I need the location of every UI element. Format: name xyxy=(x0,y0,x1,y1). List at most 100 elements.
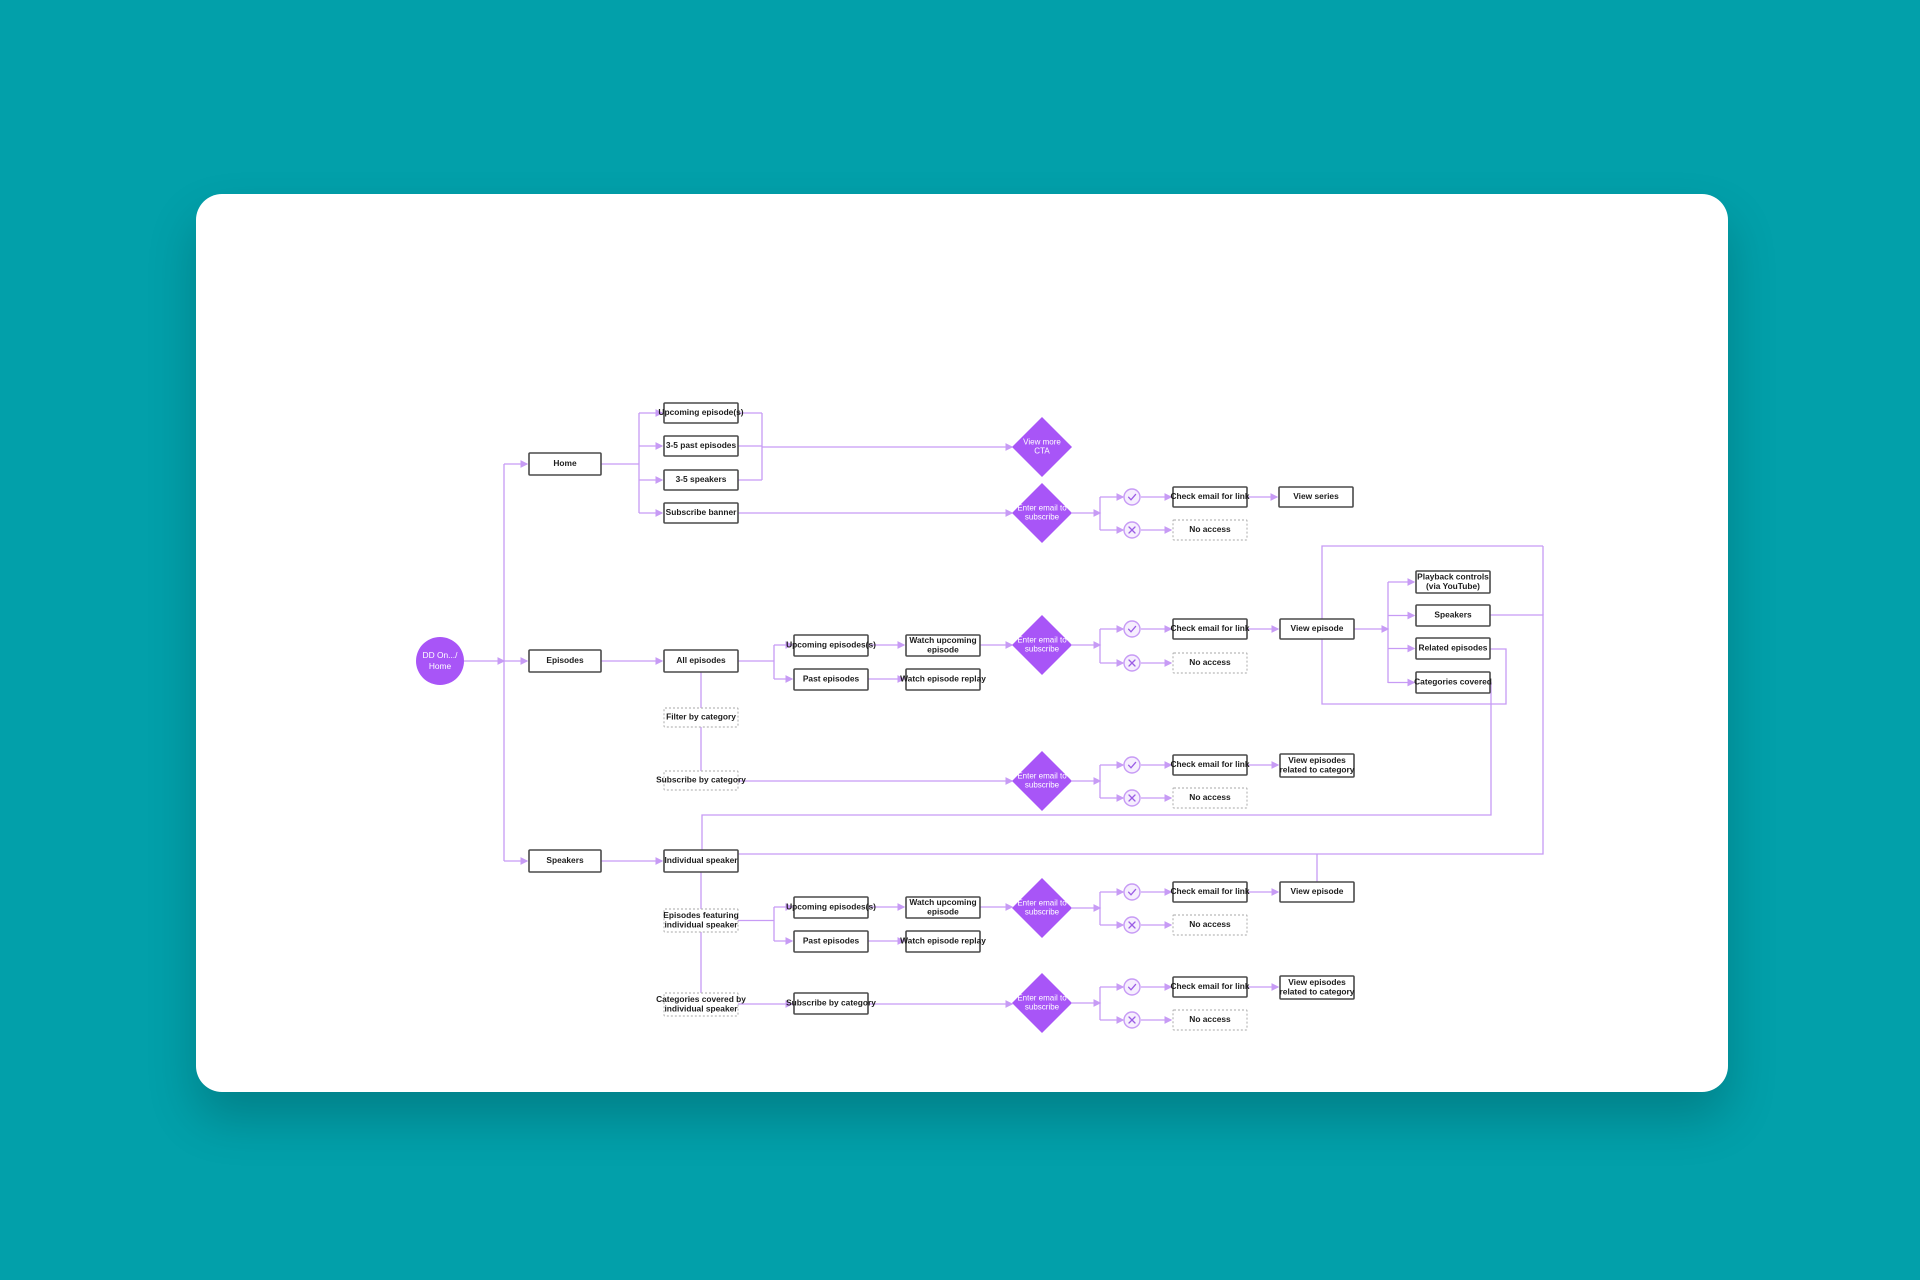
cross-glyph-icon xyxy=(1128,921,1136,929)
node-label: All episodes xyxy=(676,655,726,665)
node-label: Check email for link xyxy=(1170,759,1249,769)
start-node-label: DD On.../ xyxy=(423,650,459,660)
decision-label: Enter email to xyxy=(1017,636,1067,645)
check-glyph-icon xyxy=(1127,888,1137,896)
node-label: Subscribe by category xyxy=(786,998,876,1008)
node-label: Subscribe by category xyxy=(656,775,746,785)
node-label: No access xyxy=(1189,792,1231,802)
node-upcoming1[interactable] xyxy=(663,402,739,424)
cross-glyph-icon xyxy=(1128,659,1136,667)
node-label: related to category xyxy=(1280,986,1355,996)
node-viewcat5[interactable] xyxy=(1279,975,1355,1000)
node-noacc1[interactable] xyxy=(1172,519,1248,541)
node-label: No access xyxy=(1189,1014,1231,1024)
node-noacc4[interactable] xyxy=(1172,914,1248,936)
node-upcoming3[interactable] xyxy=(793,896,869,919)
node-viewcat3[interactable] xyxy=(1279,753,1355,778)
decision-d6[interactable] xyxy=(1012,973,1072,1033)
node-label: Past episodes xyxy=(803,674,860,684)
check-glyph-icon xyxy=(1127,493,1137,501)
node-pastep3[interactable] xyxy=(793,930,869,953)
node-label: related to category xyxy=(1280,764,1355,774)
decision-label: subscribe xyxy=(1025,781,1060,790)
cross-glyph-icon xyxy=(1128,1016,1136,1024)
node-label: Speakers xyxy=(1434,610,1472,620)
node-subcat1[interactable] xyxy=(663,770,739,791)
decision-label: Enter email to xyxy=(1017,772,1067,781)
edge xyxy=(1321,545,1543,619)
node-chk1[interactable] xyxy=(1172,486,1248,508)
node-spk35[interactable] xyxy=(663,469,739,491)
node-label: Check email for link xyxy=(1170,886,1249,896)
node-relatedep[interactable] xyxy=(1415,637,1491,660)
check-icon[interactable] xyxy=(1123,620,1141,638)
node-past35[interactable] xyxy=(663,435,739,457)
decision-label: Enter email to xyxy=(1017,994,1067,1003)
node-subcat2[interactable] xyxy=(793,992,869,1015)
node-label: Watch upcoming xyxy=(909,897,976,907)
decision-d2[interactable] xyxy=(1012,483,1072,543)
check-icon[interactable] xyxy=(1123,488,1141,506)
node-label: Individual speaker xyxy=(664,855,738,865)
node-label: episode xyxy=(927,644,959,654)
start-node-label: Home xyxy=(429,661,452,671)
node-label: Episodes featuring xyxy=(663,910,738,920)
node-label: Check email for link xyxy=(1170,491,1249,501)
node-label: Upcoming episodes(s) xyxy=(786,902,876,912)
decision-label: View more xyxy=(1023,438,1061,447)
node-allep[interactable] xyxy=(663,649,739,673)
decision-d5[interactable] xyxy=(1012,878,1072,938)
check-icon[interactable] xyxy=(1123,978,1141,996)
node-catbyspk[interactable] xyxy=(663,992,739,1017)
node-filtercat[interactable] xyxy=(663,707,739,728)
node-chk3[interactable] xyxy=(1172,754,1248,776)
node-label: Speakers xyxy=(546,855,584,865)
check-icon[interactable] xyxy=(1123,756,1141,774)
check-icon[interactable] xyxy=(1123,883,1141,901)
node-watchrep2[interactable] xyxy=(905,668,981,691)
node-catcov[interactable] xyxy=(1415,671,1491,694)
node-chk5[interactable] xyxy=(1172,976,1248,998)
node-indspk[interactable] xyxy=(663,849,739,873)
node-epfeat[interactable] xyxy=(663,908,739,933)
node-label: Home xyxy=(553,458,577,468)
node-label: Watch episode replay xyxy=(900,936,986,946)
node-noacc3[interactable] xyxy=(1172,787,1248,809)
node-speakersnav[interactable] xyxy=(528,849,602,873)
node-upcoming2[interactable] xyxy=(793,634,869,657)
node-label: (via YouTube) xyxy=(1426,581,1480,591)
node-watchup2[interactable] xyxy=(905,634,981,657)
node-viewseries[interactable] xyxy=(1278,486,1354,508)
node-noacc5[interactable] xyxy=(1172,1009,1248,1031)
node-pastep2[interactable] xyxy=(793,668,869,691)
node-label: 3-5 past episodes xyxy=(666,440,737,450)
start-node[interactable] xyxy=(416,637,464,685)
node-viewep4[interactable] xyxy=(1279,881,1355,903)
edge xyxy=(701,682,1492,850)
node-label: Subscribe banner xyxy=(666,507,737,517)
node-label: Upcoming episodes(s) xyxy=(786,640,876,650)
decision-d4[interactable] xyxy=(1012,751,1072,811)
node-viewep2[interactable] xyxy=(1279,618,1355,640)
node-episodes[interactable] xyxy=(528,649,602,673)
node-spkdetail[interactable] xyxy=(1415,604,1491,627)
decision-d3[interactable] xyxy=(1012,615,1072,675)
node-noacc2[interactable] xyxy=(1172,652,1248,674)
check-glyph-icon xyxy=(1127,625,1137,633)
decision-label: subscribe xyxy=(1025,908,1060,917)
node-chk4[interactable] xyxy=(1172,881,1248,903)
node-label: Filter by category xyxy=(666,712,736,722)
node-watchup3[interactable] xyxy=(905,896,981,919)
node-subbanner[interactable] xyxy=(663,502,739,524)
node-playback[interactable] xyxy=(1415,570,1491,594)
decision-d1[interactable] xyxy=(1012,417,1072,477)
check-glyph-icon xyxy=(1127,983,1137,991)
node-chk2[interactable] xyxy=(1172,618,1248,640)
node-watchrep3[interactable] xyxy=(905,930,981,953)
node-label: View series xyxy=(1293,491,1339,501)
node-home[interactable] xyxy=(528,452,602,476)
